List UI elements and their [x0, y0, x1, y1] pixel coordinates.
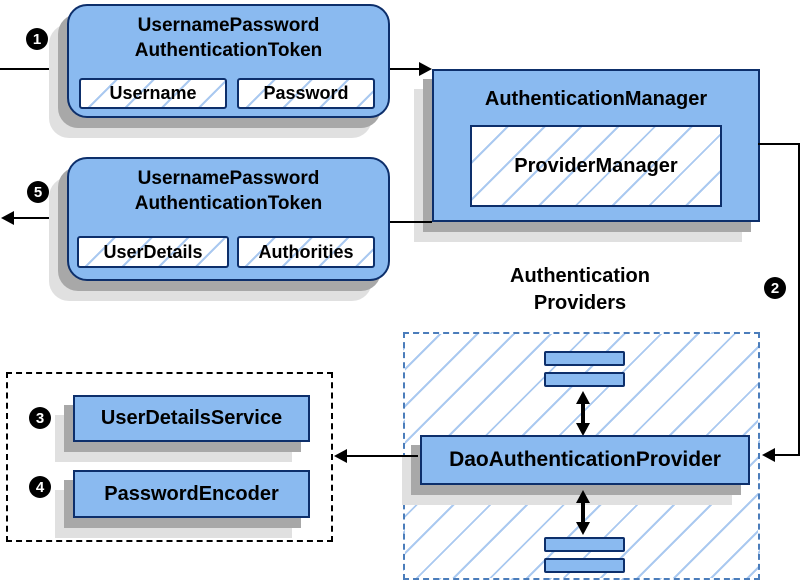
step-2-line-vertical [798, 143, 800, 456]
authentication-manager-title: AuthenticationManager [484, 88, 708, 110]
result-token-box: UsernamePassword AuthenticationToken Use… [67, 157, 390, 281]
request-token-title: UsernamePassword AuthenticationToken [69, 6, 388, 63]
bidirectional-arrow-down-icon [576, 522, 590, 535]
authentication-providers-label-line2: Providers [533, 292, 627, 314]
request-token-title-line2: AuthenticationToken [134, 40, 323, 61]
request-token-box: UsernamePassword AuthenticationToken Use… [67, 4, 390, 118]
manager-to-result-line [388, 221, 432, 223]
provider-manager-box: ProviderManager [470, 125, 722, 207]
arrowhead-left-icon [334, 449, 347, 463]
bidirectional-arrow-line [581, 502, 585, 524]
step-5-marker: 5 [27, 181, 49, 203]
userdetails-field-box: UserDetails [77, 236, 229, 268]
step-1-marker: 1 [26, 28, 48, 50]
bidirectional-arrow-down-icon [576, 423, 590, 436]
user-details-service-box: UserDetailsService [73, 395, 310, 442]
step-2-marker: 2 [764, 277, 786, 299]
authentication-providers-label-line1: Authentication [510, 265, 650, 287]
arrowhead-right-icon [419, 62, 432, 76]
bidirectional-arrow-line [581, 403, 585, 425]
bidirectional-arrow-up-icon [576, 391, 590, 404]
password-encoder-box: PasswordEncoder [73, 470, 310, 518]
result-flow-line [12, 217, 68, 219]
authorities-field-box: Authorities [237, 236, 375, 268]
username-field-box: Username [79, 78, 227, 109]
result-token-title-line1: UsernamePassword [137, 168, 320, 189]
provider-placeholder-bar [544, 372, 625, 387]
providers-container: DaoAuthenticationProvider [403, 332, 760, 580]
arrowhead-left-icon [762, 448, 775, 462]
provider-placeholder-bar [544, 537, 625, 552]
password-field-box: Password [237, 78, 375, 109]
result-token-title-line2: AuthenticationToken [134, 193, 323, 214]
bidirectional-arrow-up-icon [576, 490, 590, 503]
result-token-title: UsernamePassword AuthenticationToken [69, 159, 388, 216]
step-4-marker: 4 [29, 476, 51, 498]
provider-placeholder-bar [544, 558, 625, 573]
step-3-marker: 3 [29, 407, 51, 429]
provider-placeholder-bar [544, 351, 625, 366]
step-2-line-top [758, 143, 800, 145]
dao-to-collaborators-line [346, 455, 418, 457]
step-2-line-bottom [774, 454, 800, 456]
authentication-manager-box: AuthenticationManager ProviderManager [432, 69, 760, 222]
collaborators-container [6, 372, 333, 542]
arrowhead-left-icon [1, 211, 14, 225]
authentication-providers-label: Authentication Providers [455, 263, 705, 317]
dao-authentication-provider-box: DaoAuthenticationProvider [420, 435, 750, 485]
request-token-title-line1: UsernamePassword [137, 15, 320, 36]
